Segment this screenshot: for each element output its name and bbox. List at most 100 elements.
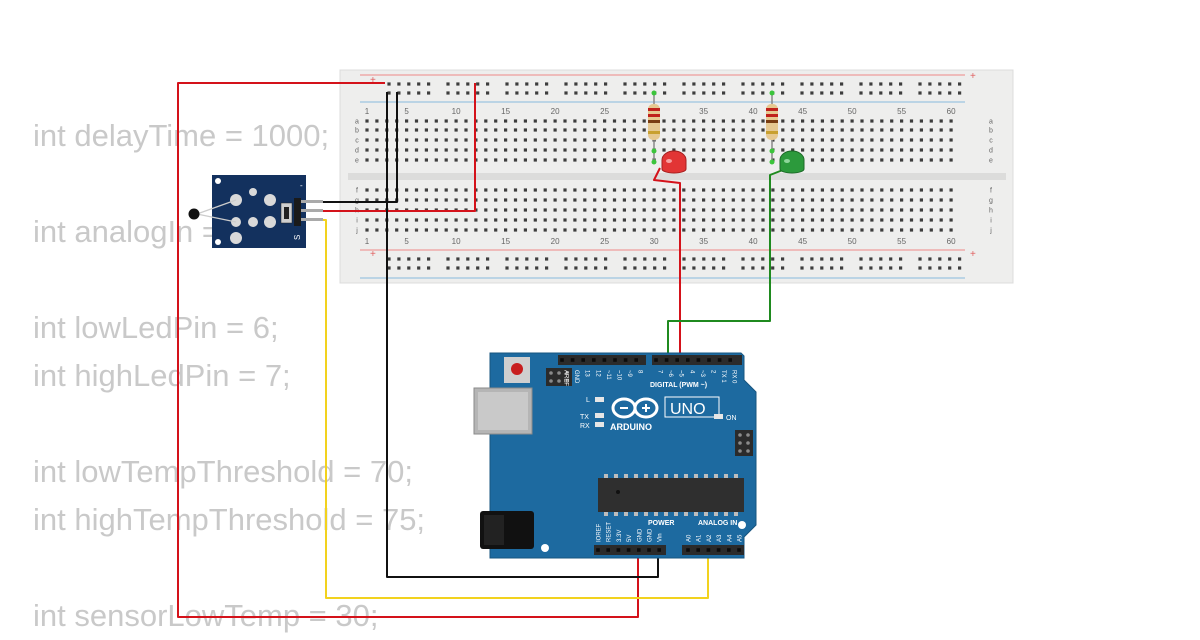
breadboard-hole[interactable]	[642, 128, 646, 132]
header-pin[interactable]	[616, 548, 621, 552]
breadboard-hole[interactable]	[949, 148, 953, 152]
breadboard-hole[interactable]	[731, 198, 735, 202]
breadboard-hole[interactable]	[919, 128, 923, 132]
header-pin[interactable]	[664, 358, 669, 362]
breadboard-hole[interactable]	[513, 198, 518, 202]
rail-hole[interactable]	[387, 82, 391, 86]
breadboard-hole[interactable]	[919, 148, 923, 152]
breadboard-hole[interactable]	[484, 138, 488, 142]
breadboard-hole[interactable]	[543, 128, 547, 132]
rail-hole[interactable]	[692, 91, 696, 95]
breadboard-hole[interactable]	[454, 119, 458, 123]
breadboard-hole[interactable]	[414, 138, 419, 142]
breadboard-hole[interactable]	[850, 148, 854, 152]
rail-hole[interactable]	[869, 91, 873, 95]
breadboard-hole[interactable]	[870, 138, 874, 142]
breadboard-hole[interactable]	[919, 228, 923, 232]
breadboard-hole[interactable]	[533, 148, 537, 152]
breadboard-hole[interactable]	[662, 119, 666, 123]
breadboard-hole[interactable]	[672, 208, 676, 212]
rail-hole[interactable]	[741, 91, 745, 95]
header-pin[interactable]	[570, 358, 575, 362]
breadboard-hole[interactable]	[573, 218, 577, 222]
rail-hole[interactable]	[407, 91, 411, 95]
rail-hole[interactable]	[535, 82, 539, 86]
breadboard-hole[interactable]	[880, 128, 884, 132]
rail-hole[interactable]	[446, 257, 450, 261]
breadboard-hole[interactable]	[721, 198, 725, 202]
breadboard-hole[interactable]	[741, 218, 745, 222]
breadboard-hole[interactable]	[632, 228, 636, 232]
breadboard-hole[interactable]	[464, 218, 468, 222]
breadboard-hole[interactable]	[909, 218, 914, 222]
breadboard-hole[interactable]	[860, 119, 864, 123]
rail-hole[interactable]	[889, 91, 893, 95]
breadboard-hole[interactable]	[840, 218, 844, 222]
breadboard-hole[interactable]	[939, 188, 943, 192]
breadboard-hole[interactable]	[375, 128, 379, 132]
breadboard-hole[interactable]	[414, 188, 419, 192]
rail-hole[interactable]	[879, 257, 883, 261]
breadboard-hole[interactable]	[513, 188, 518, 192]
breadboard-hole[interactable]	[543, 158, 547, 162]
breadboard-hole[interactable]	[375, 228, 379, 232]
breadboard-hole[interactable]	[553, 128, 557, 132]
breadboard-hole[interactable]	[612, 188, 617, 192]
rail-hole[interactable]	[397, 266, 401, 270]
rail-hole[interactable]	[751, 266, 755, 270]
breadboard-hole[interactable]	[870, 158, 874, 162]
breadboard-hole[interactable]	[791, 208, 795, 212]
breadboard-hole[interactable]	[464, 158, 468, 162]
breadboard-hole[interactable]	[622, 218, 626, 222]
rail-hole[interactable]	[899, 91, 903, 95]
breadboard-hole[interactable]	[751, 188, 755, 192]
breadboard-hole[interactable]	[711, 138, 716, 142]
breadboard-hole[interactable]	[801, 138, 805, 142]
breadboard-hole[interactable]	[395, 228, 399, 232]
breadboard-hole[interactable]	[484, 148, 488, 152]
rail-hole[interactable]	[938, 266, 942, 270]
breadboard-hole[interactable]	[533, 119, 537, 123]
rail-hole[interactable]	[486, 91, 490, 95]
rail-hole[interactable]	[643, 91, 647, 95]
breadboard-hole[interactable]	[494, 138, 498, 142]
breadboard-hole[interactable]	[543, 138, 547, 142]
breadboard-hole[interactable]	[405, 188, 409, 192]
header-pin[interactable]	[654, 358, 658, 362]
rail-hole[interactable]	[830, 91, 834, 95]
breadboard-hole[interactable]	[692, 128, 696, 132]
rail-hole[interactable]	[525, 266, 529, 270]
breadboard-hole[interactable]	[672, 228, 676, 232]
wire-yellow-signal[interactable]	[323, 219, 709, 599]
breadboard-hole[interactable]	[533, 188, 537, 192]
breadboard-hole[interactable]	[939, 228, 943, 232]
breadboard-hole[interactable]	[533, 218, 537, 222]
rail-hole[interactable]	[741, 82, 745, 86]
header-pin[interactable]	[596, 548, 600, 552]
breadboard-hole[interactable]	[533, 208, 537, 212]
rail-hole[interactable]	[564, 266, 568, 270]
breadboard-hole[interactable]	[583, 148, 587, 152]
rail-hole[interactable]	[417, 266, 421, 270]
breadboard-hole[interactable]	[405, 158, 409, 162]
breadboard-hole[interactable]	[424, 138, 428, 142]
rail-hole[interactable]	[928, 82, 932, 86]
header-pin[interactable]	[581, 358, 585, 362]
rail-hole[interactable]	[928, 266, 932, 270]
breadboard-hole[interactable]	[909, 138, 914, 142]
breadboard-hole[interactable]	[414, 228, 419, 232]
breadboard-hole[interactable]	[791, 228, 795, 232]
breadboard-hole[interactable]	[820, 218, 824, 222]
breadboard-hole[interactable]	[919, 188, 923, 192]
breadboard-hole[interactable]	[721, 188, 725, 192]
breadboard-hole[interactable]	[444, 128, 448, 132]
breadboard-hole[interactable]	[761, 198, 765, 202]
breadboard-hole[interactable]	[830, 138, 834, 142]
breadboard-hole[interactable]	[682, 208, 686, 212]
rail-hole[interactable]	[663, 257, 667, 261]
rail-hole[interactable]	[958, 91, 962, 95]
breadboard-hole[interactable]	[702, 119, 706, 123]
rail-hole[interactable]	[840, 257, 844, 261]
resistor[interactable]	[766, 90, 778, 163]
rail-hole[interactable]	[623, 91, 627, 95]
